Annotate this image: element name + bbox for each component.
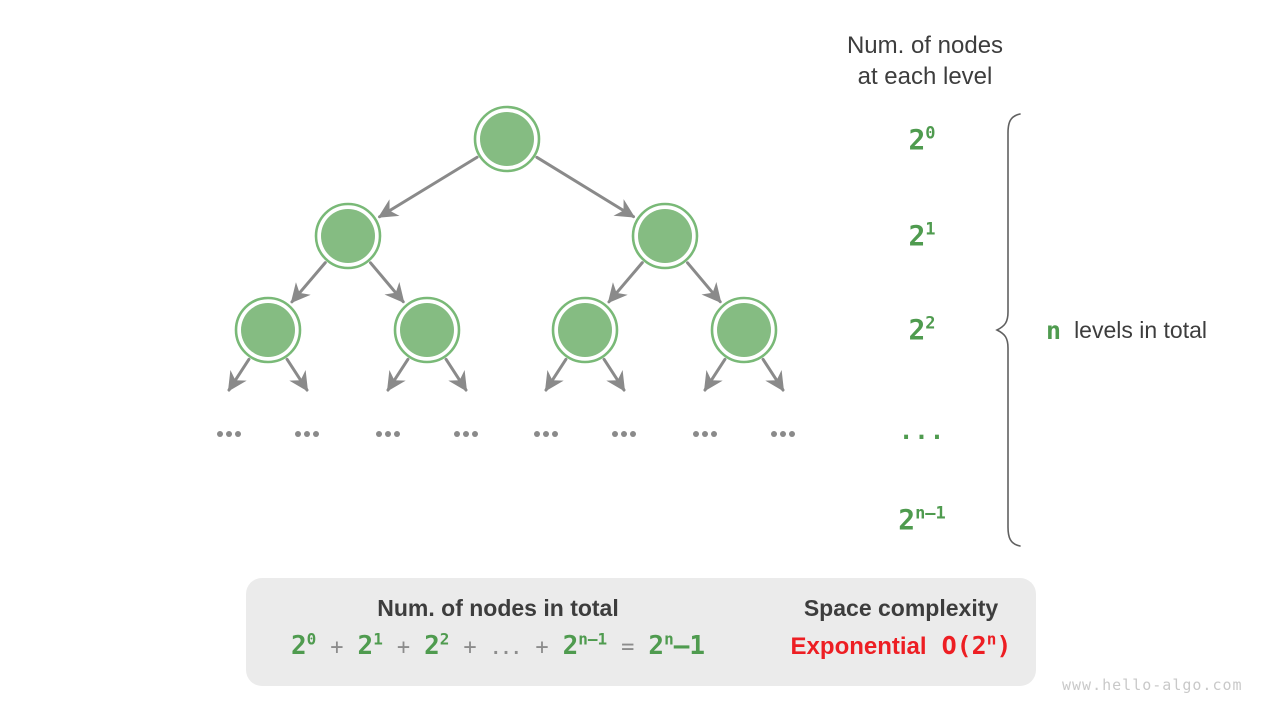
total-nodes-column: Num. of nodes in total 20 +21 +22 +... +2n–1… — [278, 594, 718, 664]
nodes-sum-formula: 20 +21 +22 +... +2n–1 = 2n–1 — [291, 631, 705, 664]
tree-node — [473, 105, 541, 173]
heading-line-1: Num. of nodes — [846, 32, 1004, 59]
formula-operator: + — [535, 635, 549, 660]
ellipsis-group — [534, 431, 558, 437]
tree-edge — [761, 357, 785, 392]
tree-node — [710, 296, 778, 364]
formula-term: 21 — [357, 629, 383, 661]
ellipsis-group — [771, 431, 795, 437]
tree-edge — [285, 357, 309, 392]
level-count-label: ... — [898, 417, 946, 445]
ellipsis-group — [376, 431, 400, 437]
tree-node — [551, 296, 619, 364]
formula-operator: + — [330, 635, 344, 660]
levels-total-text: levels in total — [1074, 316, 1208, 343]
tree-edge — [444, 357, 468, 392]
tree-edge — [686, 261, 722, 304]
ellipsis-group — [295, 431, 319, 437]
formula-operator: + — [396, 635, 411, 660]
tree-edge — [369, 261, 405, 304]
ellipsis-group — [693, 431, 717, 437]
level-count-label: 22 — [908, 313, 936, 346]
levels-total-note: n levels in total — [1046, 314, 1207, 346]
formula-operator: ... — [490, 639, 522, 659]
formula-term: 22 — [424, 629, 450, 661]
level-count-label: 21 — [908, 219, 936, 252]
tree-node — [393, 296, 461, 364]
nodes-per-level-heading: Num. of nodes at each level — [800, 30, 1050, 92]
total-nodes-title: Num. of nodes in total — [377, 595, 619, 621]
tree-node — [314, 202, 382, 270]
tree-node — [234, 296, 302, 364]
heading-line-2: at each level — [857, 63, 993, 90]
tree-edge — [386, 357, 410, 392]
n-variable: n — [1046, 315, 1062, 345]
complexity-result: Exponential O(2n) — [791, 631, 1012, 662]
tree-edge — [535, 155, 636, 219]
tree-edge — [544, 357, 568, 392]
big-o-notation: O(2n) — [941, 629, 1012, 660]
formula-operator: = — [621, 635, 635, 660]
tree-edge — [607, 261, 644, 304]
tree-edge — [290, 261, 327, 304]
tree-edge — [227, 357, 251, 392]
space-complexity-title: Space complexity — [803, 595, 999, 621]
watermark: www.hello-algo.com — [1062, 676, 1243, 694]
formula-term: 2n–1 — [562, 629, 608, 661]
ellipsis-group — [217, 431, 241, 437]
tree-edge — [703, 357, 727, 392]
formula-term: 2n–1 — [648, 629, 706, 661]
formula-operator: + — [463, 635, 477, 660]
ellipsis-group — [612, 431, 636, 437]
space-complexity-column: Space complexity Exponential O(2n) — [786, 594, 1016, 662]
level-count-label: 20 — [908, 123, 936, 156]
ellipsis-group — [454, 431, 478, 437]
tree-edge — [602, 357, 626, 392]
tree-edge — [377, 155, 479, 219]
formula-term: 20 — [290, 629, 317, 661]
summary-box: Num. of nodes in total 20 +21 +22 +... +2n–1… — [246, 578, 1036, 686]
tree-node — [631, 202, 699, 270]
level-count-label: 2n–1 — [898, 503, 946, 536]
complexity-word: Exponential — [790, 633, 927, 660]
